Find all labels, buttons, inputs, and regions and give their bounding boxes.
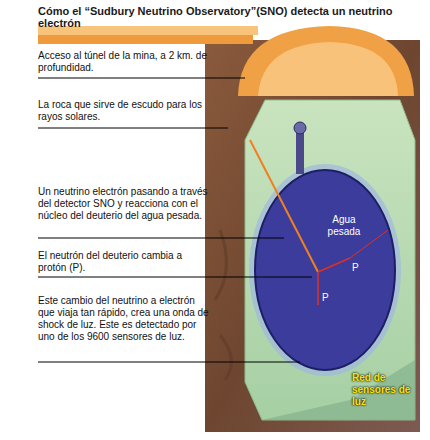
cavity <box>245 100 415 420</box>
callout-text: El neutrón del deuterio cambia a protón … <box>38 250 203 274</box>
neck-pipe <box>296 130 304 174</box>
leader-line <box>38 128 228 129</box>
sphere-halo <box>249 164 401 376</box>
heavy-water-sphere: Agua pesada <box>253 168 397 372</box>
particle-letter: P <box>322 292 334 304</box>
tunnel-front <box>38 35 253 44</box>
callout-text: Acceso al túnel de la mina, a 2 km. de p… <box>38 50 208 74</box>
sphere-outline <box>253 168 397 372</box>
sphere-label: Agua pesada <box>315 214 373 238</box>
callout-text: Este cambio del neutrino a electrón que … <box>38 295 210 343</box>
dome-inner <box>258 42 398 96</box>
leader-line <box>38 78 245 79</box>
callout-text: La roca que sirve de escudo para los ray… <box>38 99 203 123</box>
leader-line <box>38 238 284 239</box>
particle-letter: P <box>352 262 364 274</box>
rock-block <box>205 40 420 432</box>
dome <box>238 26 414 96</box>
callout-text: Un neutrino electrón pasando a través de… <box>38 186 208 222</box>
sensor-label: Red de sensores de luz <box>352 372 418 408</box>
neck-top <box>294 122 306 134</box>
leader-line <box>38 362 300 363</box>
title: Cómo el “Sudbury Neutrino Observatory”(S… <box>38 5 428 29</box>
